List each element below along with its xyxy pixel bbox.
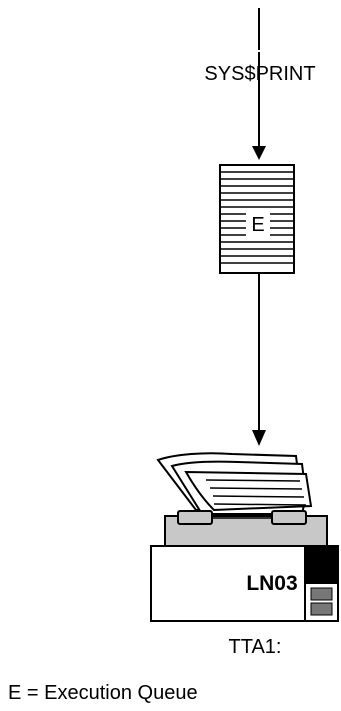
queue-letter: E — [251, 214, 264, 236]
printer-device-label: TTA1: — [229, 636, 282, 658]
output-arrowhead — [252, 430, 266, 446]
input-arrowhead — [252, 146, 266, 160]
printer-icon — [151, 453, 338, 621]
printer-model-label: LN03 — [246, 572, 297, 595]
legend-text: E = Execution Queue — [8, 682, 198, 704]
